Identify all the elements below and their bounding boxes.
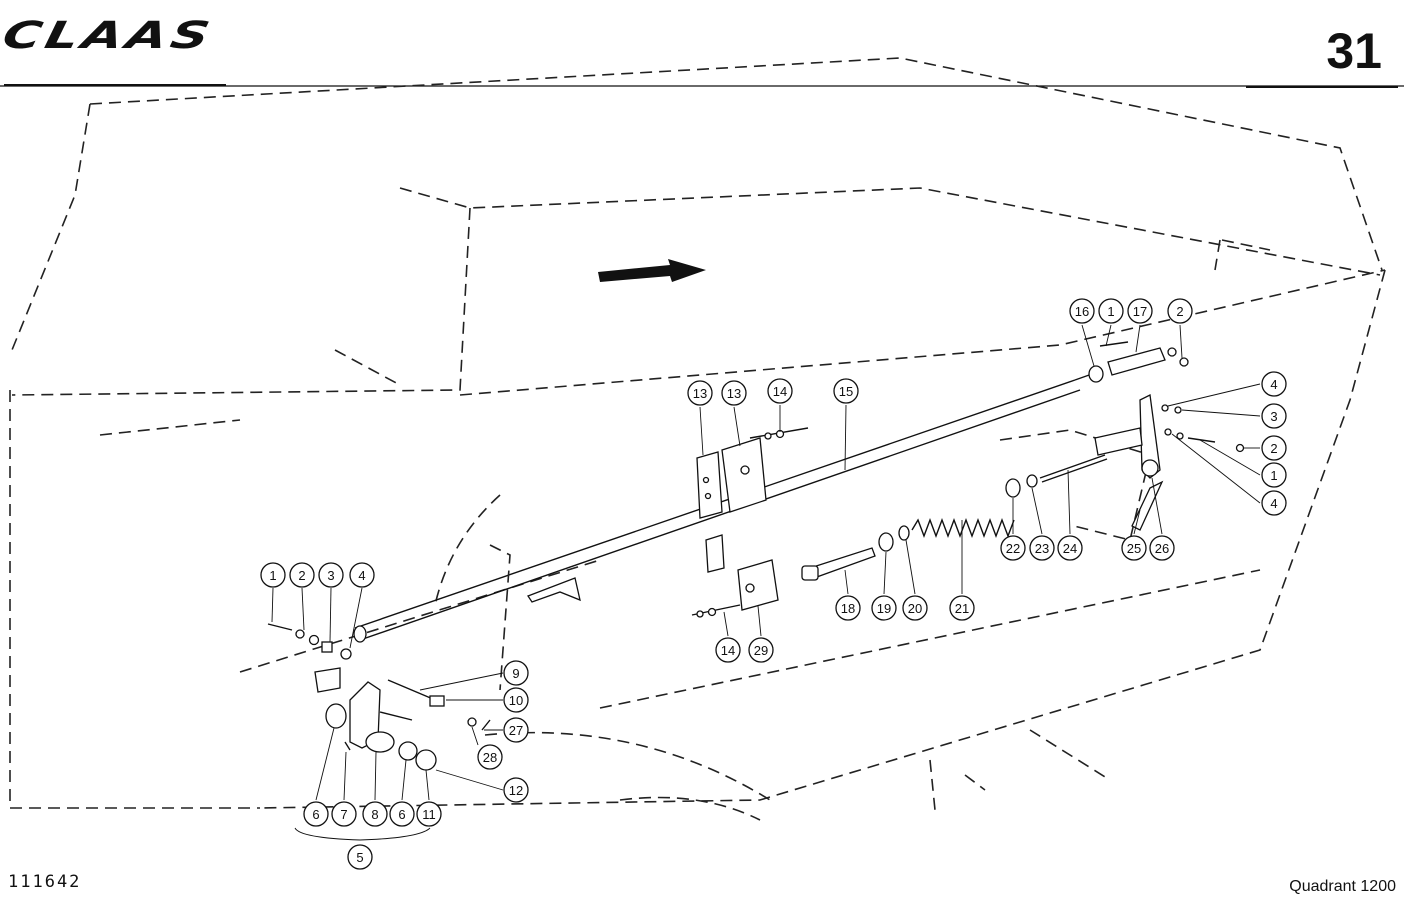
direction-arrow-icon <box>598 259 706 282</box>
callout-21: 21 <box>949 595 975 621</box>
callout-11: 11 <box>416 801 442 827</box>
callout-number: 12 <box>509 783 523 798</box>
callout-4: 4 <box>349 562 375 588</box>
callout-number: 20 <box>908 601 922 616</box>
callout-number: 4 <box>358 568 365 583</box>
callout-number: 4 <box>1270 496 1277 511</box>
callout-20: 20 <box>902 595 928 621</box>
callout-22: 22 <box>1000 535 1026 561</box>
drawing-number: 111642 <box>8 872 82 892</box>
callout-5: 5 <box>347 844 373 870</box>
callout-number: 23 <box>1035 541 1049 556</box>
callout-number: 13 <box>693 386 707 401</box>
callout-number: 6 <box>398 807 405 822</box>
header-rule-left <box>4 84 226 86</box>
model-name: Quadrant 1200 <box>1289 878 1396 895</box>
callout-15: 15 <box>833 378 859 404</box>
callout-4: 4 <box>1261 490 1287 516</box>
callout-number: 28 <box>483 750 497 765</box>
callout-number: 15 <box>839 384 853 399</box>
callout-6: 6 <box>389 801 415 827</box>
callout-13: 13 <box>721 380 747 406</box>
callout-number: 3 <box>1270 409 1277 424</box>
callout-number: 13 <box>727 386 741 401</box>
callout-number: 27 <box>509 723 523 738</box>
callout-1: 1 <box>1261 462 1287 488</box>
callout-26: 26 <box>1149 535 1175 561</box>
callout-number: 17 <box>1133 304 1147 319</box>
callout-27: 27 <box>503 717 529 743</box>
callout-number: 16 <box>1075 304 1089 319</box>
callout-number: 8 <box>371 807 378 822</box>
callout-number: 7 <box>340 807 347 822</box>
callout-number: 4 <box>1270 377 1277 392</box>
callout-14: 14 <box>767 378 793 404</box>
callout-number: 29 <box>754 643 768 658</box>
callout-3: 3 <box>318 562 344 588</box>
callout-24: 24 <box>1057 535 1083 561</box>
callout-12: 12 <box>503 777 529 803</box>
bolts-14 <box>691 427 809 618</box>
callout-10: 10 <box>503 687 529 713</box>
callout-8: 8 <box>362 801 388 827</box>
callout-23: 23 <box>1029 535 1055 561</box>
header-rule-right <box>1246 86 1398 88</box>
callout-2: 2 <box>1167 298 1193 324</box>
callout-6: 6 <box>303 801 329 827</box>
callout-1: 1 <box>260 562 286 588</box>
callout-2: 2 <box>289 562 315 588</box>
callout-4: 4 <box>1261 371 1287 397</box>
callout-number: 19 <box>877 601 891 616</box>
callout-number: 25 <box>1127 541 1141 556</box>
callout-number: 21 <box>955 601 969 616</box>
callout-7: 7 <box>331 801 357 827</box>
page-number: 31 <box>1326 23 1382 79</box>
callout-number: 3 <box>327 568 334 583</box>
callout-number: 6 <box>312 807 319 822</box>
bracket-plates <box>696 437 779 611</box>
leader-lines <box>271 324 1261 841</box>
callout-number: 1 <box>1270 468 1277 483</box>
callout-19: 19 <box>871 595 897 621</box>
callout-number: 22 <box>1006 541 1020 556</box>
callout-16: 16 <box>1069 298 1095 324</box>
callout-number: 10 <box>509 693 523 708</box>
callout-29: 29 <box>748 637 774 663</box>
callout-number: 1 <box>1107 304 1114 319</box>
callout-number: 18 <box>841 601 855 616</box>
callout-18: 18 <box>835 595 861 621</box>
callout-number: 2 <box>1176 304 1183 319</box>
callout-number: 14 <box>721 643 735 658</box>
callout-number: 26 <box>1155 541 1169 556</box>
spring-assembly <box>801 474 1038 581</box>
callout-9: 9 <box>503 660 529 686</box>
callout-number: 2 <box>298 568 305 583</box>
callout-1: 1 <box>1098 298 1124 324</box>
callout-number: 11 <box>422 807 436 822</box>
callout-25: 25 <box>1121 535 1147 561</box>
right-end-assembly <box>1039 341 1245 531</box>
callout-number: 14 <box>773 384 787 399</box>
callout-3: 3 <box>1261 403 1287 429</box>
callout-13: 13 <box>687 380 713 406</box>
callout-number: 1 <box>269 568 276 583</box>
callout-17: 17 <box>1127 298 1153 324</box>
callout-14: 14 <box>715 637 741 663</box>
callout-number: 9 <box>512 666 519 681</box>
callout-number: 5 <box>356 850 363 865</box>
callout-number: 24 <box>1063 541 1077 556</box>
callout-28: 28 <box>477 744 503 770</box>
left-end-assembly <box>267 544 511 771</box>
callout-2: 2 <box>1261 435 1287 461</box>
callout-number: 2 <box>1270 441 1277 456</box>
